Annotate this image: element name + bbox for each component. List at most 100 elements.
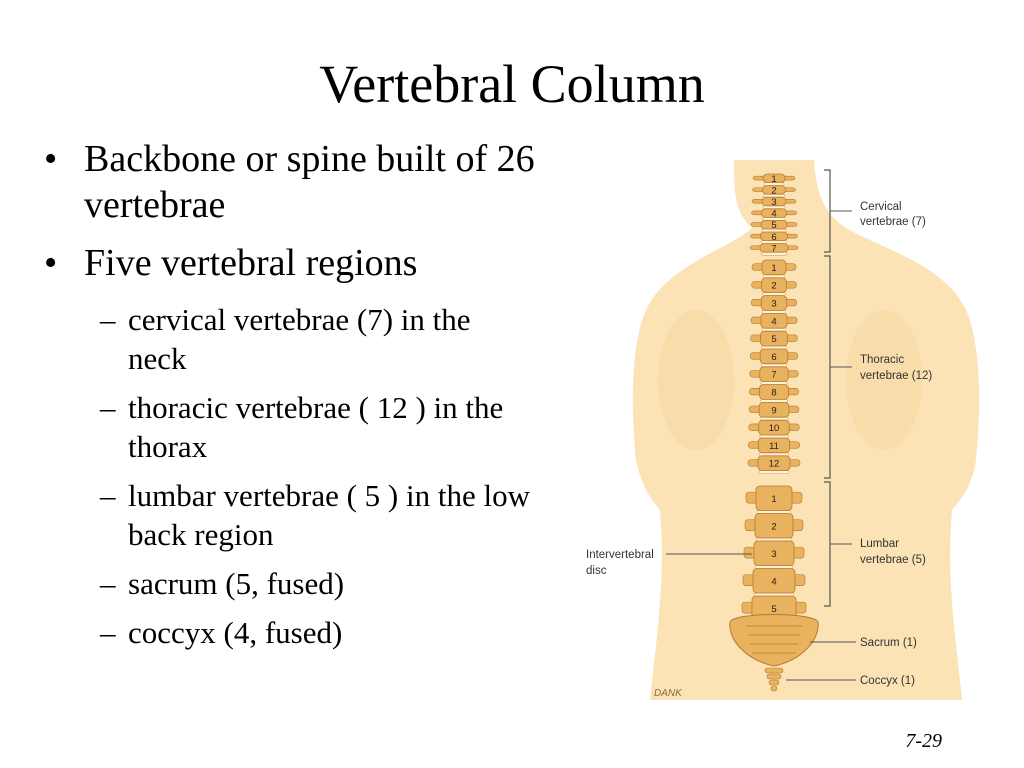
- cervical-label-line1: Cervical: [860, 201, 902, 213]
- thoracic-vertebra: [758, 419, 790, 436]
- slide-number: 7-29: [905, 730, 942, 752]
- lumbar-vertebra: [755, 485, 793, 511]
- cervical-vertebra-number: 3: [771, 197, 776, 208]
- sub-bullet-marker: –: [100, 390, 116, 425]
- artist-signature: DANK: [654, 688, 683, 699]
- sub-bullet-item: –sacrum (5, fused): [44, 564, 584, 603]
- thoracic-vertebra-number: 5: [771, 334, 776, 345]
- coccyx-label: Coccyx (1): [860, 675, 915, 687]
- sub-bullet-text: sacrum (5, fused): [128, 566, 345, 601]
- thoracic-vertebra-number: 11: [769, 441, 779, 452]
- lumbar-vertebra-number: 3: [771, 549, 776, 560]
- cervical-vertebra-number: 4: [771, 209, 776, 220]
- coccyx-segment: [770, 685, 778, 692]
- slide-title: Vertebral Column: [319, 54, 705, 114]
- cervical-label-line2: vertebrae (7): [860, 216, 926, 228]
- sacrum: [729, 614, 819, 667]
- lumbar-vertebra: [754, 513, 794, 539]
- sub-bullet-list: –cervical vertebrae (7) in the neck –tho…: [44, 300, 584, 652]
- intervertebral-disc: [758, 470, 790, 474]
- sacrum-label: Sacrum (1): [860, 637, 917, 649]
- sub-bullet-marker: –: [100, 615, 116, 650]
- coccyx-segment: [766, 673, 782, 680]
- cervical-vertebra-number: 6: [771, 232, 776, 243]
- thoracic-vertebra: [759, 366, 789, 383]
- intervertebral-disc: [756, 510, 792, 514]
- region-labels: Cervical vertebrae (7) Thoracic vertebra…: [586, 201, 932, 699]
- cervical-vertebra: [761, 196, 787, 207]
- intervertebral-disc: [760, 381, 788, 385]
- thoracic-vertebra: [757, 455, 791, 471]
- sub-bullet-item: –lumbar vertebrae ( 5 ) in the low back …: [44, 476, 588, 554]
- thoracic-vertebra: [760, 330, 788, 347]
- cervical-vertebra: [762, 185, 786, 195]
- intervertebral-disc: [759, 417, 789, 421]
- bullet-item: • Backbone or spine built of 26 vertebra…: [44, 136, 584, 228]
- intervertebral-disc: [759, 434, 789, 439]
- lumbar-label-line1: Lumbar: [860, 538, 899, 550]
- thoracic-vertebra-number: 6: [771, 352, 776, 363]
- coccyx-segment: [768, 679, 780, 686]
- torso-silhouette: [632, 160, 980, 700]
- sub-bullet-item: –coccyx (4, fused): [44, 613, 584, 652]
- bullet-marker: •: [44, 242, 58, 284]
- shoulder-blade-left: [658, 310, 734, 450]
- thoracic-vertebra: [760, 312, 788, 329]
- sub-bullet-marker: –: [100, 478, 116, 513]
- sub-bullet-item: –cervical vertebrae (7) in the neck: [44, 300, 528, 378]
- sub-bullet-item: –thoracic vertebrae ( 12 ) in the thorax: [44, 388, 558, 466]
- lumbar-vertebra-number: 2: [771, 521, 776, 532]
- cervical-vertebra: [761, 208, 787, 218]
- intervertebral-disc: [762, 274, 786, 279]
- bullet-item: • Five vertebral regions –cervical verte…: [44, 240, 584, 652]
- thoracic-vertebra-number: 9: [771, 405, 776, 416]
- bullet-text: Backbone or spine built of 26 vertebrae: [84, 138, 535, 226]
- intervertebral-disc: [762, 310, 786, 314]
- thoracic-vertebra-number: 7: [771, 370, 776, 381]
- cervical-vertebra: [762, 173, 786, 184]
- bullet-marker: •: [44, 138, 58, 180]
- intervertebral-disc: [753, 592, 795, 597]
- cervical-vertebra-number: 5: [771, 220, 776, 231]
- cervical-vertebra: [760, 220, 788, 230]
- bullet-text: Five vertebral regions: [84, 242, 418, 284]
- intervertebral-disc: [755, 537, 793, 542]
- thoracic-vertebra-number: 1: [771, 263, 776, 274]
- thoracic-vertebra-number: 12: [769, 459, 780, 470]
- thoracic-vertebra-number: 10: [769, 423, 780, 434]
- cervical-vertebra-number: 7: [771, 243, 776, 254]
- cervical-vertebra-number: 2: [771, 185, 776, 196]
- sub-bullet-text: lumbar vertebrae ( 5 ) in the low back r…: [128, 478, 530, 552]
- sub-bullet-marker: –: [100, 302, 116, 337]
- lumbar-label-line2: vertebrae (5): [860, 554, 926, 566]
- cervical-vertebra: [759, 243, 789, 253]
- lumbar-vertebra: [752, 568, 796, 594]
- sub-bullet-text: thoracic vertebrae ( 12 ) in the thorax: [128, 390, 504, 464]
- lumbar-vertebra-number: 1: [771, 494, 776, 505]
- intervertebral-disc: [754, 565, 794, 569]
- thoracic-vertebra: [761, 259, 787, 276]
- intervertebral-disc: [762, 292, 786, 296]
- intervertebral-disc: [760, 363, 788, 368]
- lumbar-vertebra: [753, 540, 795, 566]
- thoracic-label-line2: vertebrae (12): [860, 370, 932, 382]
- thoracic-vertebra: [759, 384, 789, 400]
- thoracic-vertebra: [757, 437, 791, 454]
- thoracic-vertebra-number: 2: [771, 281, 776, 292]
- thoracic-vertebra-number: 8: [771, 388, 776, 399]
- thoracic-label-line1: Thoracic: [860, 354, 904, 366]
- disc-label-line2: disc: [586, 565, 607, 577]
- intervertebral-disc: [761, 345, 787, 350]
- coccyx-segment: [764, 667, 784, 674]
- lumbar-vertebra-number: 5: [771, 604, 776, 615]
- sub-bullet-marker: –: [100, 566, 116, 601]
- bullet-list: • Backbone or spine built of 26 vertebra…: [44, 136, 584, 664]
- shoulder-blade-right: [846, 310, 922, 450]
- disc-label-line1: Intervertebral: [586, 549, 654, 561]
- thoracic-vertebra: [761, 277, 787, 294]
- sub-bullet-text: cervical vertebrae (7) in the neck: [128, 302, 471, 376]
- cervical-vertebra-number: 1: [771, 174, 776, 185]
- intervertebral-disc: [761, 327, 787, 332]
